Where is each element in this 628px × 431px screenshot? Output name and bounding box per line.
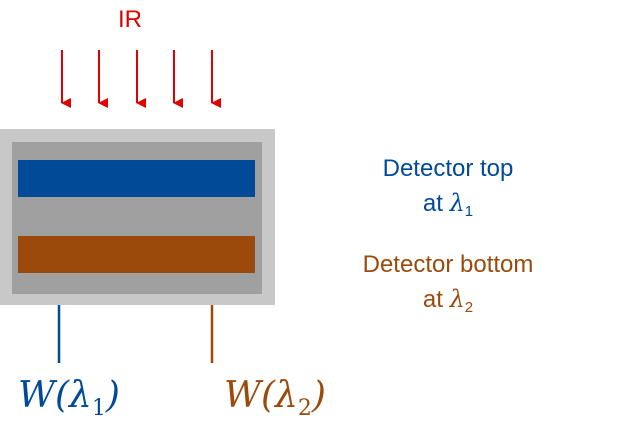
detector-bottom-subscript: 2 bbox=[464, 299, 474, 316]
output-label-top-subscript: 1 bbox=[91, 396, 106, 421]
output-label-bottom-subscript: 2 bbox=[297, 396, 312, 421]
output-label-bottom: W(λ2) bbox=[224, 378, 326, 420]
detector-substrate bbox=[12, 142, 262, 294]
detector-top-label: Detector top at λ1 bbox=[338, 152, 558, 229]
detector-bottom-layer bbox=[18, 236, 255, 273]
output-label-top-main: W(λ bbox=[18, 375, 92, 416]
detector-bottom-label: Detector bottom at λ2 bbox=[338, 248, 558, 325]
output-label-top-close: ) bbox=[105, 375, 120, 416]
detector-bottom-lambda: λ bbox=[449, 285, 465, 313]
output-label-bottom-main: W(λ bbox=[224, 375, 298, 416]
detector-top-lambda: λ bbox=[449, 189, 465, 217]
detector-top-layer bbox=[18, 160, 255, 197]
detector-bottom-wavelength: at λ2 bbox=[338, 282, 558, 325]
output-label-top: W(λ1) bbox=[18, 378, 120, 420]
detector-housing bbox=[0, 129, 275, 305]
output-label-bottom-close: ) bbox=[311, 375, 326, 416]
detector-bottom-at: at bbox=[422, 286, 450, 313]
detector-top-subscript: 1 bbox=[464, 203, 474, 220]
ir-label: IR bbox=[118, 6, 142, 33]
detector-top-at: at bbox=[422, 190, 450, 217]
detector-top-wavelength: at λ1 bbox=[338, 186, 558, 229]
detector-bottom-title: Detector bottom bbox=[362, 251, 534, 278]
detector-top-title: Detector top bbox=[382, 155, 514, 182]
